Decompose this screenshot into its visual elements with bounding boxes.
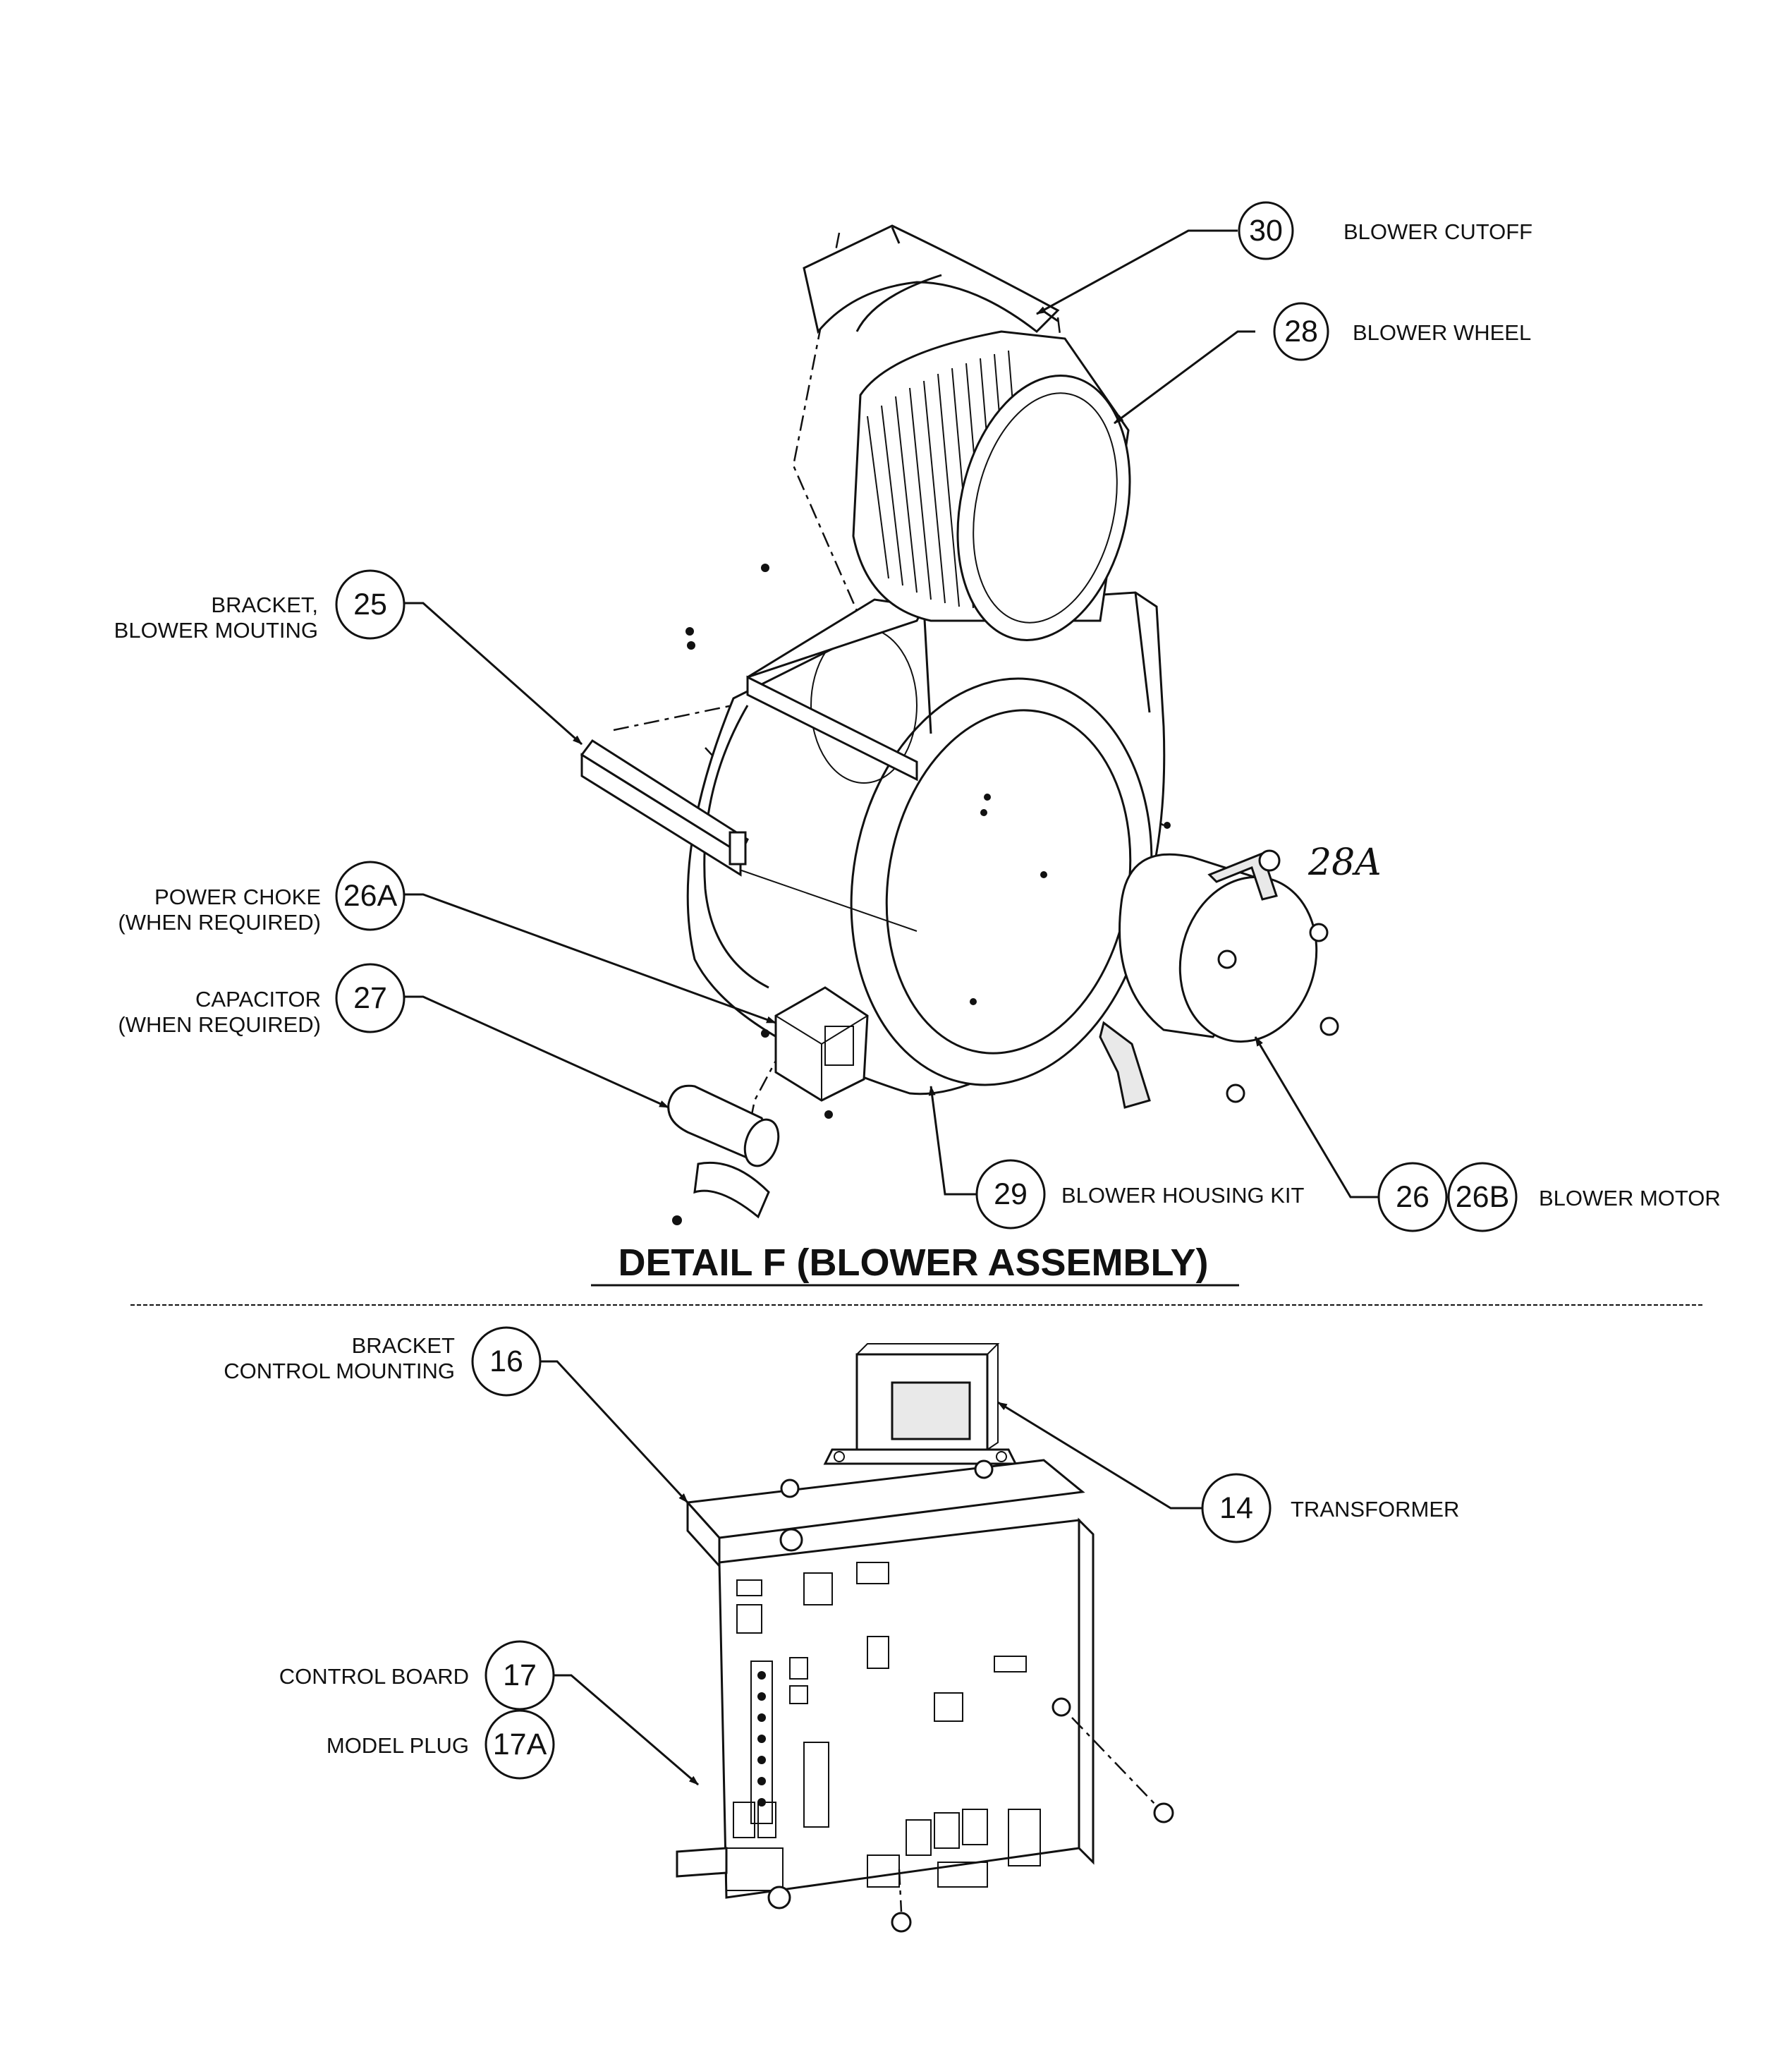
callout-number: 28 (1284, 315, 1318, 348)
callout-number: 27 (353, 981, 387, 1015)
control-mounting-bracket (685, 1459, 1085, 1569)
callout-26-26b: 26 26B BLOWER MOTOR (1377, 1162, 1721, 1232)
callout-number-secondary: 26B (1456, 1180, 1510, 1214)
callout-30: 30 BLOWER CUTOFF (1238, 201, 1532, 260)
callout-label-blower-cutoff: BLOWER CUTOFF (1343, 219, 1532, 244)
callout-label-control-board: CONTROL BOARD (279, 1664, 469, 1689)
callout-label-control-mounting: CONTROL MOUNTING (224, 1359, 455, 1383)
callout-label-when-required: (WHEN REQUIRED) (118, 910, 321, 935)
callout-label-bracket: BRACKET (352, 1333, 455, 1358)
handwritten-label: 28A (1308, 842, 1382, 884)
callout-label-blower-mounting: BLOWER MOUTING (114, 618, 318, 643)
callout-26a: 26A POWER CHOKE (WHEN REQUIRED) (118, 861, 406, 935)
callout-label-transformer: TRANSFORMER (1291, 1497, 1459, 1522)
callout-number: 30 (1249, 214, 1283, 248)
callout-label-capacitor: CAPACITOR (195, 987, 321, 1012)
callout-label-model-plug: MODEL PLUG (327, 1733, 469, 1758)
terminal-strip (750, 1661, 773, 1824)
callout-label-power-choke: POWER CHOKE (154, 885, 321, 909)
blower-mounting-bracket (580, 564, 926, 877)
leader-lines-blower (403, 229, 1379, 1198)
callout-number: 26A (343, 879, 398, 913)
callout-16: 16 BRACKET CONTROL MOUNTING (224, 1326, 542, 1397)
callout-number: 17 (503, 1658, 537, 1692)
callout-17: 17 CONTROL BOARD (279, 1640, 555, 1711)
callout-14: 14 TRANSFORMER (1201, 1473, 1459, 1543)
callout-17a: 17A MODEL PLUG (327, 1709, 555, 1780)
capacitor (667, 1084, 780, 1225)
blower-assembly-drawing (580, 224, 1339, 1225)
callout-label-blower-motor: BLOWER MOTOR (1539, 1186, 1721, 1210)
blower-wheel (852, 330, 1131, 641)
callout-number: 17A (493, 1728, 547, 1761)
callout-29: 29 BLOWER HOUSING KIT (975, 1159, 1305, 1230)
callout-27: 27 CAPACITOR (WHEN REQUIRED) (118, 963, 406, 1037)
handwritten-note-28a: 28A (1308, 842, 1382, 884)
callout-number: 29 (994, 1177, 1028, 1211)
transformer (823, 1343, 1018, 1465)
detail-title: DETAIL F (BLOWER ASSEMBLY) (591, 1241, 1239, 1287)
callout-number: 14 (1219, 1491, 1253, 1525)
power-choke (761, 986, 869, 1119)
callout-25: 25 BRACKET, BLOWER MOUTING (114, 569, 406, 643)
leader-lines-control (540, 1360, 1202, 1786)
callout-number: 16 (489, 1344, 523, 1378)
callout-label-when-required: (WHEN REQUIRED) (118, 1012, 321, 1037)
detail-title-text: DETAIL F (BLOWER ASSEMBLY) (618, 1241, 1209, 1284)
callout-number: 26 (1396, 1180, 1430, 1214)
callout-label-blower-housing-kit: BLOWER HOUSING KIT (1061, 1183, 1305, 1208)
callout-number: 25 (353, 588, 387, 621)
callout-label-bracket: BRACKET, (211, 593, 318, 617)
blower-cutoff (803, 224, 1060, 334)
control-assembly-drawing (676, 1343, 1174, 1933)
callout-label-blower-wheel: BLOWER WHEEL (1353, 320, 1531, 345)
blower-housing-kit (686, 591, 1171, 1095)
blower-motor (1099, 849, 1339, 1109)
control-board (676, 1517, 1174, 1933)
callout-28: 28 BLOWER WHEEL (1273, 302, 1531, 361)
